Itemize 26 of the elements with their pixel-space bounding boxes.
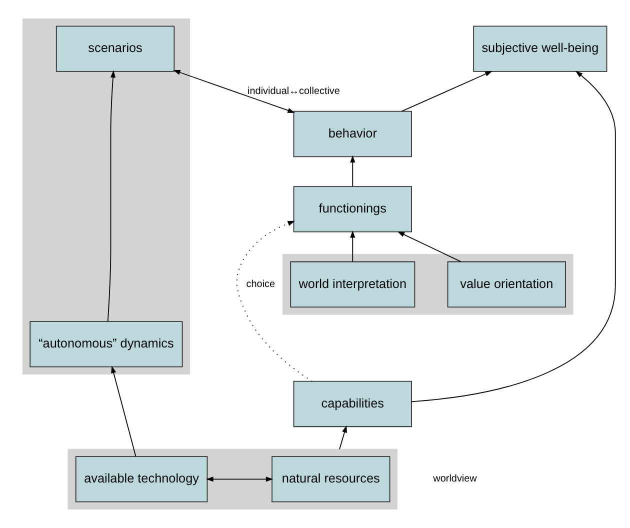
arrow [206, 476, 273, 482]
arrow [396, 231, 461, 262]
node-box: “autonomous” dynamics [29, 321, 182, 368]
cluster [282, 254, 573, 315]
arrow [338, 425, 346, 450]
node-box: subjective well-being [472, 26, 607, 72]
node-box: functionings [292, 186, 412, 232]
edge-label: choice [246, 278, 275, 290]
node-box: scenarios [55, 26, 174, 72]
node-box: natural resources [271, 456, 390, 502]
node-box: world interpretation [290, 261, 415, 308]
cluster [67, 448, 397, 510]
label: worldview [432, 474, 476, 485]
node-box: capabilities [292, 380, 412, 428]
arrow [350, 155, 355, 187]
arrow [400, 70, 492, 112]
edge-label: individual↔collective [247, 86, 340, 97]
node-box: behavior [292, 110, 412, 158]
arrow [236, 220, 312, 382]
node-box: value orientation [446, 261, 566, 308]
arrow [350, 230, 355, 262]
arrow [106, 70, 116, 322]
node-box: available technology [74, 456, 208, 502]
arrow [410, 70, 616, 402]
arrow [110, 366, 136, 457]
arrow [172, 70, 294, 113]
